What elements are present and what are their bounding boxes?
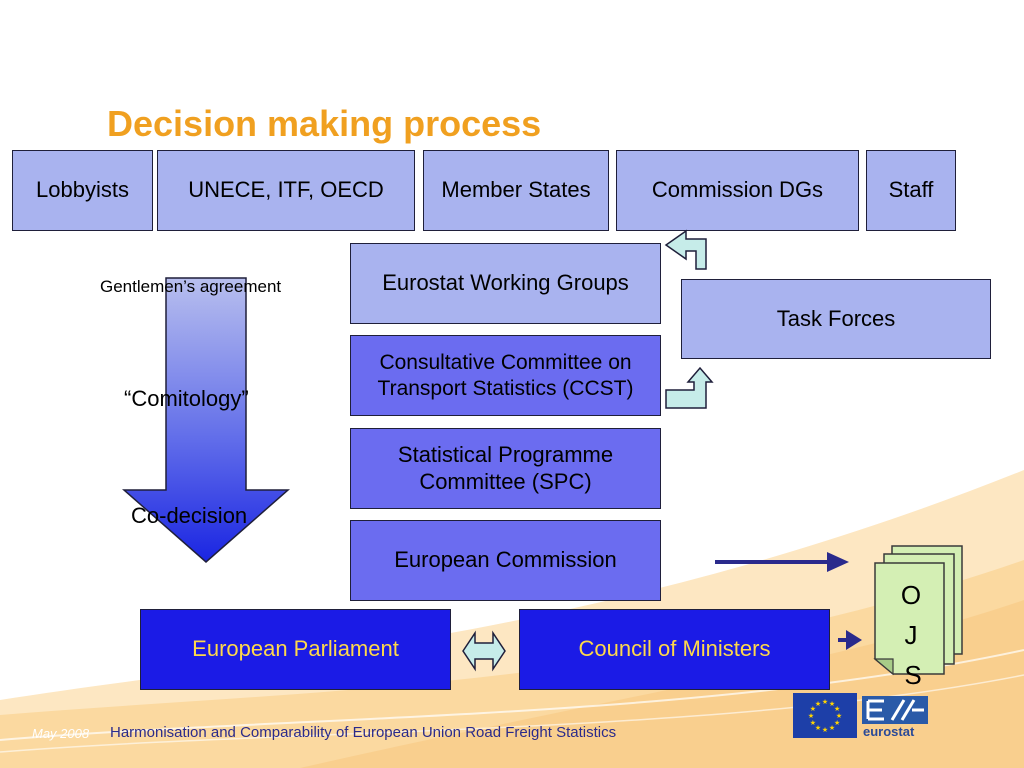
bent-arrow-up-icon [664, 229, 707, 270]
ccst-label: Consultative Committee on Transport Stat… [377, 351, 634, 400]
council-of-ministers-box: Council of Ministers [519, 609, 830, 690]
eurostat-working-groups-box: Eurostat Working Groups [350, 243, 661, 324]
arrow-to-ojs-icon [715, 552, 849, 572]
european-commission-label: European Commission [394, 547, 617, 573]
footer-date: May 2008 [32, 726, 90, 741]
comitology-label: “Comitology” [124, 386, 249, 411]
footer-title: Harmonisation and Comparability of Europ… [110, 724, 617, 741]
ojs-letter-j: J [904, 620, 918, 650]
commission-dgs-box: Commission DGs [616, 150, 859, 231]
task-forces-label: Task Forces [776, 305, 896, 331]
unece-itf-oecd-box: UNECE, ITF, OECD [157, 150, 415, 231]
eurostat-logo-text: eurostat [863, 724, 915, 739]
eu-flag-icon: ★★★★★★★★★★★★ [793, 693, 857, 738]
eu-star-icon: ★ [829, 724, 835, 732]
member-states-label: Member States [441, 177, 591, 203]
staff-label: Staff [888, 177, 934, 203]
eu-star-icon: ★ [815, 700, 821, 708]
spc-box: Statistical Programme Committee (SPC) [350, 428, 661, 509]
page-title: Decision making process [107, 103, 542, 144]
european-parliament-label: European Parliament [192, 636, 399, 662]
member-states-box: Member States [423, 150, 609, 231]
eu-star-icon: ★ [829, 700, 835, 708]
ojs-letter-s: S [904, 660, 922, 690]
codecision-label: Co-decision [131, 503, 248, 528]
staff-box: Staff [866, 150, 956, 231]
arrow-council-to-ojs-icon [838, 630, 862, 650]
european-commission-box: European Commission [350, 520, 661, 601]
european-parliament-box: European Parliament [140, 609, 451, 690]
spc-label: Statistical Programme Committee (SPC) [397, 442, 614, 494]
eu-star-icon: ★ [834, 705, 840, 713]
unece-label: UNECE, ITF, OECD [188, 177, 384, 203]
ccst-box: Consultative Committee on Transport Stat… [350, 335, 661, 416]
ojs-document-stack-icon [873, 545, 963, 676]
legislative-process-arrow-icon [122, 277, 290, 563]
gentlemens-agreement-label: Gentlemen’s agreement [100, 277, 282, 296]
working-groups-label: Eurostat Working Groups [382, 270, 629, 296]
commission-dgs-label: Commission DGs [651, 177, 824, 203]
eurostat-logo-icon [862, 696, 928, 724]
eu-star-icon: ★ [810, 705, 816, 713]
eu-star-icon: ★ [822, 726, 828, 734]
council-of-ministers-label: Council of Ministers [578, 636, 771, 662]
double-arrow-icon [462, 630, 506, 672]
lobbyists-box: Lobbyists [12, 150, 153, 231]
task-forces-box: Task Forces [681, 279, 991, 359]
eu-star-icon: ★ [822, 698, 828, 706]
eu-star-icon: ★ [815, 724, 821, 732]
lobbyists-label: Lobbyists [36, 177, 129, 203]
eu-star-icon: ★ [836, 712, 842, 720]
eu-star-icon: ★ [808, 712, 814, 720]
bent-arrow-down-icon [665, 366, 714, 409]
eu-star-icon: ★ [834, 719, 840, 727]
ojs-letter-o: O [900, 580, 922, 610]
eu-star-icon: ★ [810, 719, 816, 727]
